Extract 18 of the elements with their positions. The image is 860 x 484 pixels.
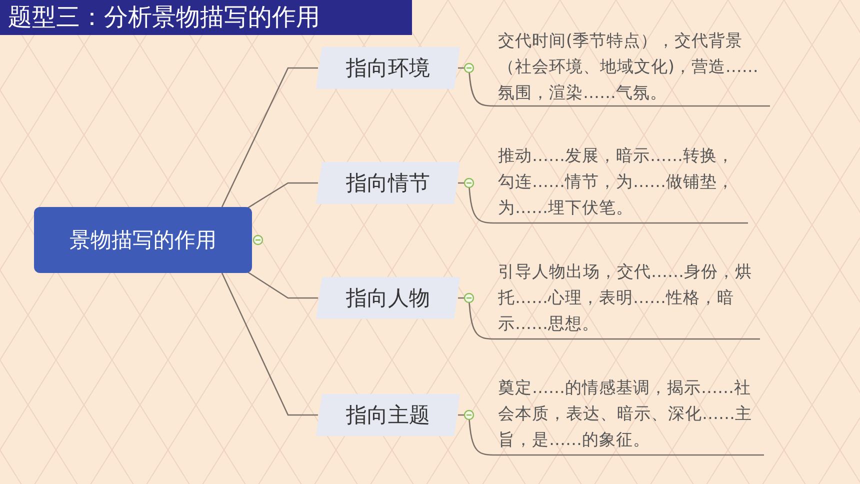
- connector-line: [246, 182, 318, 210]
- branch-topic-box: 指向情节: [316, 162, 460, 204]
- connector-line: [458, 67, 770, 107]
- connector-line: [221, 67, 318, 208]
- connector-line: [458, 414, 764, 456]
- central-topic-box: 景物描写的作用: [34, 207, 252, 273]
- branch-topic-box: 指向环境: [316, 47, 460, 89]
- branch-topic-box: 指向主题: [316, 394, 460, 436]
- title-banner: 题型三：分析景物描写的作用: [0, 0, 412, 35]
- detail-text: 奠定……的情感基调，揭示……社会本质，表达、暗示、深化……主旨，是……的象征。: [498, 377, 753, 451]
- branch-topic-box: 指向人物: [316, 277, 460, 319]
- connector-line: [458, 297, 760, 340]
- detail-text: 交代时间(季节特点），交代背景（社会环境、地域文化)，营造……氛围，渲染……气氛。: [498, 30, 760, 104]
- connector-line: [246, 270, 318, 299]
- detail-text: 推动……发展，暗示……转换，勾连……情节，为……做铺垫，为……埋下伏笔。: [498, 145, 735, 219]
- connector-line: [221, 272, 318, 416]
- connector-line: [458, 182, 748, 224]
- detail-text: 引导人物出场，交代……身份，烘托……心理，表明……性格，暗示……思想。: [498, 261, 753, 335]
